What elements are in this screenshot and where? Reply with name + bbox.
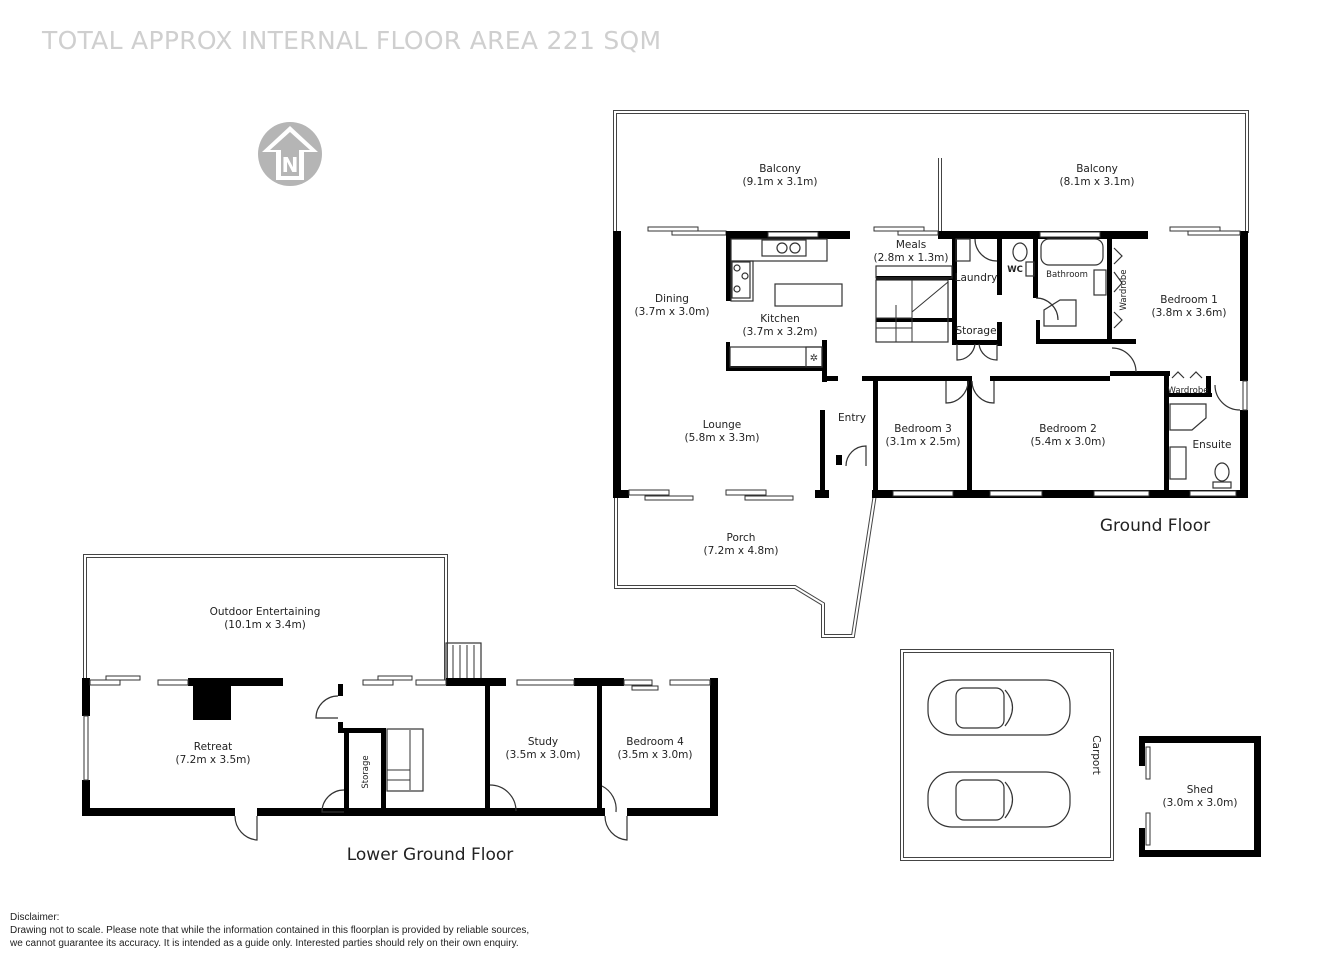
- lower-ground-floor-plan: Outdoor Entertaining (10.1m x 3.4m) Retr…: [82, 554, 718, 865]
- ground-floor-label: Ground Floor: [1100, 516, 1210, 536]
- dining-name: Dining: [655, 293, 689, 305]
- lower-ground-floor-label: Lower Ground Floor: [347, 845, 514, 865]
- carport-name: Carport: [1090, 735, 1102, 775]
- kitchen-name: Kitchen: [760, 313, 799, 325]
- lounge-size: (5.8m x 3.3m): [685, 432, 760, 444]
- shed-plan: Shed (3.0m x 3.0m): [1139, 736, 1261, 857]
- outdoor-size: (10.1m x 3.4m): [224, 619, 306, 631]
- entry-name: Entry: [838, 412, 866, 424]
- compass-letter: N: [282, 153, 299, 177]
- porch-size: (7.2m x 4.8m): [704, 545, 779, 557]
- bedroom1-name: Bedroom 1: [1160, 294, 1218, 306]
- lounge-name: Lounge: [703, 419, 742, 431]
- carport-plan: Carport: [900, 649, 1114, 861]
- car-icon: [927, 771, 1071, 828]
- bedroom4-name: Bedroom 4: [626, 736, 684, 748]
- meals-name: Meals: [896, 239, 926, 251]
- disclaimer-heading: Disclaimer:: [10, 912, 60, 923]
- disclaimer-line-2: we cannot guarantee its accuracy. It is …: [10, 938, 519, 949]
- bedroom3-name: Bedroom 3: [894, 423, 952, 435]
- study-name: Study: [528, 736, 558, 748]
- shed-size: (3.0m x 3.0m): [1163, 797, 1238, 809]
- car-icon: [927, 679, 1071, 736]
- bedroom2-name: Bedroom 2: [1039, 423, 1097, 435]
- meals-size: (2.8m x 1.3m): [874, 252, 949, 264]
- disclaimer: Disclaimer: Drawing not to scale. Please…: [10, 911, 529, 950]
- balcony-left-name: Balcony: [759, 163, 801, 175]
- lg-storage-name: Storage: [361, 755, 371, 788]
- disclaimer-line-1: Drawing not to scale. Please note that w…: [10, 925, 530, 936]
- ensuite-name: Ensuite: [1193, 439, 1232, 451]
- svg-text:✲: ✲: [810, 353, 818, 364]
- dining-size: (3.7m x 3.0m): [635, 306, 710, 318]
- porch-name: Porch: [727, 532, 756, 544]
- balcony-right-name: Balcony: [1076, 163, 1118, 175]
- balcony-right-size: (8.1m x 3.1m): [1060, 176, 1135, 188]
- wardrobe1-name: Wardrobe: [1119, 270, 1129, 311]
- balcony-left-size: (9.1m x 3.1m): [743, 176, 818, 188]
- bathroom-name: Bathroom: [1046, 270, 1088, 280]
- retreat-name: Retreat: [194, 741, 233, 753]
- wc-name: WC: [1007, 265, 1023, 275]
- floor-area-title: TOTAL APPROX INTERNAL FLOOR AREA 221 SQM: [42, 26, 662, 55]
- wardrobe2-name: Wardrobe: [1168, 386, 1209, 396]
- shed-name: Shed: [1187, 784, 1213, 796]
- storage-name: Storage: [955, 325, 996, 337]
- bedroom1-size: (3.8m x 3.6m): [1152, 307, 1227, 319]
- laundry-name: Laundry: [955, 272, 998, 284]
- kitchen-size: (3.7m x 3.2m): [743, 326, 818, 338]
- bedroom4-size: (3.5m x 3.0m): [618, 749, 693, 761]
- bedroom3-size: (3.1m x 2.5m): [886, 436, 961, 448]
- retreat-size: (7.2m x 3.5m): [176, 754, 251, 766]
- study-size: (3.5m x 3.0m): [506, 749, 581, 761]
- north-arrow-icon: N: [258, 122, 322, 186]
- outdoor-name: Outdoor Entertaining: [210, 606, 321, 618]
- ground-floor-plan: ✲ Balcony (: [613, 110, 1249, 638]
- bedroom2-size: (5.4m x 3.0m): [1031, 436, 1106, 448]
